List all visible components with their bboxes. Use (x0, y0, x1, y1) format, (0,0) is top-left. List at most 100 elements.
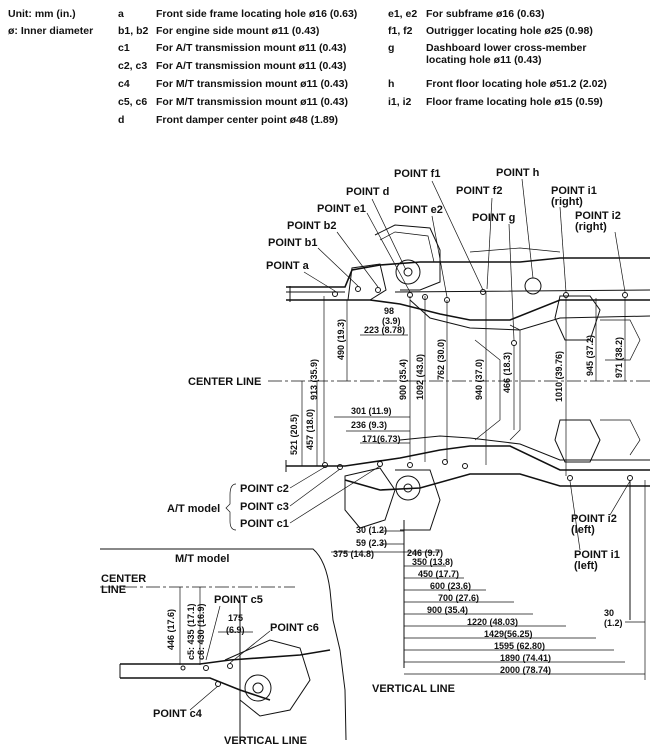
legend-text: For engine side mount ø11 (0.43) (156, 25, 320, 37)
damper-tower-inner (379, 231, 435, 263)
dim-350: 350 (13.8) (412, 557, 453, 567)
label-point-e1: POINT e1 (317, 203, 366, 215)
legend-text: For A/T transmission mount ø11 (0.43) (156, 60, 347, 72)
legend-code: i1, i2 (388, 96, 412, 108)
dim-940: 940 (37.0) (474, 359, 484, 400)
dim-2000: 2000 (78.74) (500, 665, 551, 675)
dim-762: 762 (30.0) (436, 339, 446, 380)
dim-700: 700 (27.6) (438, 593, 479, 603)
label-point-c2: POINT c2 (240, 483, 289, 495)
dim-30a: 30 (1.2) (356, 525, 387, 535)
dim-600: 600 (23.6) (430, 581, 471, 591)
inset-hole (180, 665, 186, 671)
dim-446: 446 (17.6) (166, 609, 176, 650)
dim-171: 171(6.73) (362, 434, 401, 444)
inset-damper-circle (244, 674, 272, 702)
dim-1010: 1010 (39.76) (554, 351, 564, 402)
label-point-i2-right-sub: (right) (575, 221, 607, 233)
label-point-i1-right: POINT i1 (551, 185, 597, 197)
floor-hole-h (524, 277, 542, 295)
dim-30b: 30 (604, 608, 614, 618)
label-point-c3: POINT c3 (240, 501, 289, 513)
inset-damper-center (252, 682, 264, 694)
lower-rail-outer (344, 473, 650, 491)
dim-175-in: (6.9) (226, 625, 245, 635)
legend-text: Floor frame locating hole ø15 (0.59) (426, 96, 603, 108)
legend-code: f1, f2 (388, 25, 413, 37)
point-labels: POINT h POINT f1 POINT f2 POINT d POINT … (167, 167, 631, 572)
crossmember-brace (474, 339, 501, 441)
dim-301: 301 (11.9) (351, 406, 392, 416)
legend-text: For M/T transmission mount ø11 (0.43) (156, 96, 348, 108)
legend-code: a (118, 8, 124, 20)
legend-code: g (388, 42, 395, 54)
legend-text: For A/T transmission mount ø11 (0.43) (156, 42, 347, 54)
upper-rail-mid (286, 289, 651, 293)
dim-913: 913 (35.9) (309, 359, 319, 400)
at-model-brace (225, 483, 237, 531)
upper-dimensions: 913 (35.9) 490 (19.3) 98 (3.9) 223 (8.78… (309, 292, 626, 476)
lower-rail-inner (286, 445, 650, 471)
dim-98-in: (3.9) (382, 316, 401, 326)
dim-521: 521 (20.5) (289, 414, 299, 455)
dim-223: 223 (8.78) (364, 325, 405, 335)
label-point-i2-left-sub: (left) (571, 524, 595, 536)
label-point-b2: POINT b2 (287, 220, 337, 232)
label-point-e2: POINT e2 (394, 204, 443, 216)
dim-1890: 1890 (74.41) (500, 653, 551, 663)
upper-rail-inner (286, 299, 650, 321)
inset-border (100, 548, 347, 741)
damper-tower (374, 224, 441, 291)
legend-text-cont: locating hole ø11 (0.43) (426, 54, 542, 66)
legend-text: For subframe ø16 (0.63) (426, 8, 545, 20)
dim-175: 175 (228, 613, 243, 623)
floor-hex-lower (554, 419, 601, 463)
legend-text: Outrigger locating hole ø25 (0.98) (426, 25, 593, 37)
floor-panel-upper (600, 319, 641, 361)
label-point-c6: POINT c6 (270, 622, 319, 634)
dim-59: 59 (2.3) (356, 538, 387, 548)
mt-model-label: M/T model (175, 553, 229, 565)
dim-1092: 1092 (43.0) (415, 354, 425, 400)
damper-circle-lower (395, 475, 421, 501)
legend-code: d (118, 114, 125, 126)
inset-rail-top (120, 649, 331, 665)
label-point-h: POINT h (496, 167, 540, 179)
label-point-i2-left: POINT i2 (571, 513, 617, 525)
legend-code: h (388, 78, 395, 90)
label-point-i1-left: POINT i1 (574, 549, 620, 561)
crossmember-top (469, 247, 561, 253)
label-point-f1: POINT f1 (394, 168, 440, 180)
legend-code: b1, b2 (118, 25, 149, 37)
label-point-c1: POINT c1 (240, 518, 289, 530)
label-point-g: POINT g (472, 212, 515, 224)
legend-text: Front side frame locating hole ø16 (0.63… (156, 8, 358, 20)
damper-center-upper (403, 267, 413, 277)
upper-rail-outer (286, 257, 650, 288)
inset-rail-bottom (120, 677, 271, 701)
label-point-d: POINT d (346, 186, 389, 198)
dim-450: 450 (17.7) (418, 569, 459, 579)
vertical-line-label-main: VERTICAL LINE (372, 683, 455, 695)
dim-900: 900 (35.4) (398, 359, 408, 400)
label-point-i2-right: POINT i2 (575, 210, 621, 222)
legend-text: For M/T transmission mount ø11 (0.43) (156, 78, 348, 90)
lower-mount-bracket (344, 467, 396, 529)
inset-center-label-1: CENTER (101, 573, 146, 585)
inset-hole-c6 (227, 663, 233, 669)
dim-98: 98 (384, 306, 394, 316)
label-point-i1-right-sub: (right) (551, 196, 583, 208)
dim-945: 945 (37.2) (585, 335, 595, 376)
mt-inset: M/T model CENTER LINE POINT c5 POINT c6 … (100, 548, 347, 747)
legend-text: Front damper center point ø48 (1.89) (156, 114, 339, 126)
dim-457: 457 (18.0) (305, 409, 315, 450)
inset-bracket (224, 639, 311, 717)
label-point-i1-left-sub: (left) (574, 560, 598, 572)
lower-damper-tower (395, 469, 441, 531)
dashboard-crossmember (509, 324, 521, 441)
label-point-f2: POINT f2 (456, 185, 502, 197)
upper-rail-edge (409, 299, 651, 331)
damper-circle-upper (395, 259, 421, 285)
dim-375: 375 (14.8) (333, 549, 374, 559)
